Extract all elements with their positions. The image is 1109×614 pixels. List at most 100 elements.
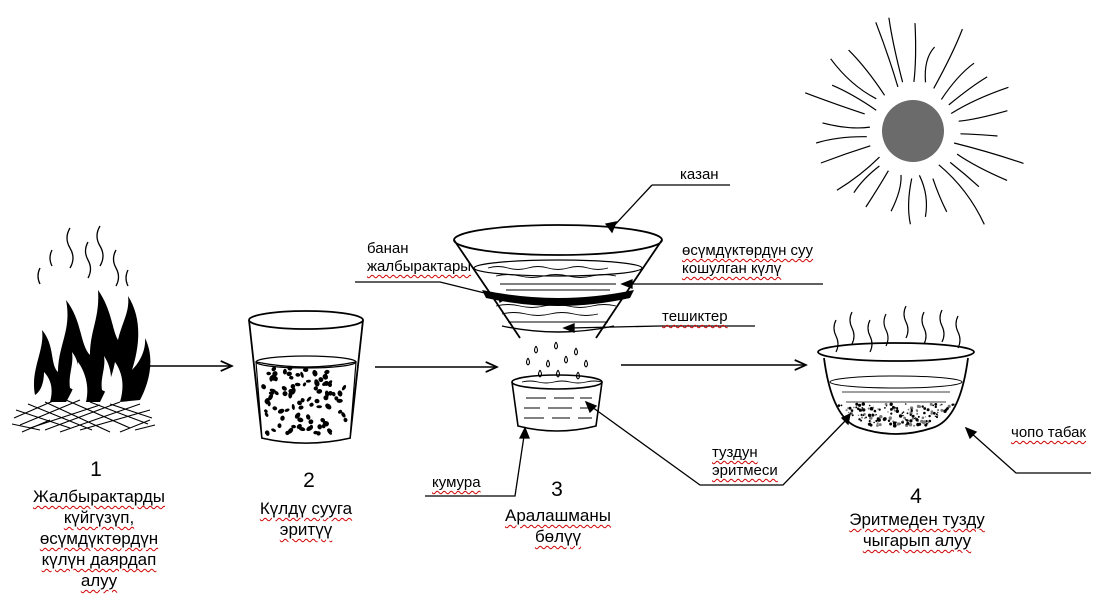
salt-crystal <box>907 408 910 411</box>
salt-crystal <box>886 405 888 407</box>
salt-crystal <box>851 410 853 412</box>
salt-crystal <box>860 419 863 422</box>
sun-ray <box>949 161 980 188</box>
ash-particle <box>268 393 274 401</box>
ash-particle <box>289 375 294 380</box>
salt-crystal <box>925 420 928 423</box>
salt-crystal <box>947 404 951 408</box>
salt-crystal <box>875 419 878 423</box>
salt-crystal <box>892 405 895 409</box>
salt-crystal <box>909 406 914 410</box>
salt-crystal <box>890 412 893 415</box>
label-clay-dish: чопо табак <box>1011 424 1086 441</box>
ash-particle <box>286 371 292 377</box>
salt-crystal <box>879 415 883 419</box>
ash-particle <box>277 423 282 429</box>
fire-icon <box>11 225 156 433</box>
salt-crystal <box>862 408 866 412</box>
ash-particle <box>284 408 290 412</box>
salt-crystal <box>941 403 943 406</box>
salt-crystal <box>924 416 927 418</box>
ash-particle <box>297 400 302 406</box>
step-3-number: 3 <box>551 478 563 501</box>
ash-particle <box>271 366 277 372</box>
salt-crystal <box>876 417 880 421</box>
ash-particle <box>324 369 330 375</box>
sun-ray <box>960 133 998 137</box>
salt-crystal <box>847 407 849 409</box>
salt-crystal <box>934 403 938 406</box>
ash-particle <box>294 382 301 387</box>
salt-crystal <box>848 406 852 410</box>
salt-crystal <box>909 411 913 415</box>
salt-crystal <box>869 416 873 420</box>
salt-crystal <box>855 402 859 406</box>
step-4-caption: Эритмеден тузду чыгарып алуу <box>849 510 985 550</box>
ash-particle <box>341 412 346 418</box>
salt-crystal <box>878 423 882 427</box>
ash-particle <box>306 396 312 402</box>
ash-particle <box>316 389 323 394</box>
salt-crystal <box>872 406 875 409</box>
salt-crystal <box>868 404 871 407</box>
salt-crystal <box>902 414 904 417</box>
ash-particle <box>309 424 314 430</box>
salt-crystal <box>932 404 935 407</box>
sun-ray <box>953 142 1024 164</box>
ash-particle <box>298 426 306 432</box>
ash-particle <box>264 412 269 417</box>
salt-crystal <box>920 419 924 423</box>
ash-particle <box>313 430 319 435</box>
ash-particle <box>280 415 285 421</box>
ash-particle <box>295 372 301 377</box>
salt-crystal <box>921 405 924 408</box>
sun-ray <box>820 145 871 164</box>
salt-crystal <box>930 412 933 415</box>
salt-crystal <box>906 412 909 415</box>
ash-particle <box>272 406 278 411</box>
sun-ray <box>816 136 867 144</box>
salt-crystal <box>858 418 861 421</box>
salt-crystal <box>893 408 895 410</box>
salt-crystal <box>921 416 925 420</box>
ash-particle <box>285 430 290 436</box>
salt-crystal <box>928 419 932 423</box>
salt-crystal <box>946 407 949 410</box>
salt-crystal <box>935 415 939 419</box>
salt-crystal <box>916 404 921 408</box>
ash-particle <box>314 398 320 404</box>
salt-crystal <box>860 413 863 416</box>
salt-crystal <box>847 411 850 414</box>
sun-ray <box>938 164 985 225</box>
label-banana-leaves: банан жалбырактары <box>367 240 472 275</box>
sun-ray <box>908 178 913 225</box>
salt-crystal <box>864 417 866 419</box>
salt-crystal <box>876 422 879 425</box>
label-plant-ash: өсүмдүктөрдүн суу кошулган күлү <box>682 242 814 277</box>
salt-crystal <box>896 422 900 426</box>
salt-crystal <box>911 417 914 420</box>
salt-crystal <box>939 404 942 406</box>
salt-crystal <box>855 406 858 409</box>
salt-crystal <box>913 424 916 427</box>
ash-particle <box>264 430 270 435</box>
salt-crystal <box>930 410 934 413</box>
sun-ray <box>888 17 904 83</box>
salt-crystal <box>908 423 913 427</box>
ash-particle <box>288 391 293 399</box>
clay-dish-icon <box>817 305 975 435</box>
ash-particle <box>331 391 336 397</box>
ash-particle <box>269 388 276 393</box>
salt-crystal <box>867 413 872 417</box>
ash-particle <box>291 404 295 410</box>
salt-crystal <box>906 419 909 422</box>
ash-particle <box>334 396 339 401</box>
salt-crystal <box>869 420 872 423</box>
salt-crystal <box>923 407 927 410</box>
ash-particle <box>282 368 287 375</box>
salt-crystal <box>909 419 913 423</box>
ash-particle <box>291 424 296 429</box>
sun-ray <box>924 46 936 83</box>
